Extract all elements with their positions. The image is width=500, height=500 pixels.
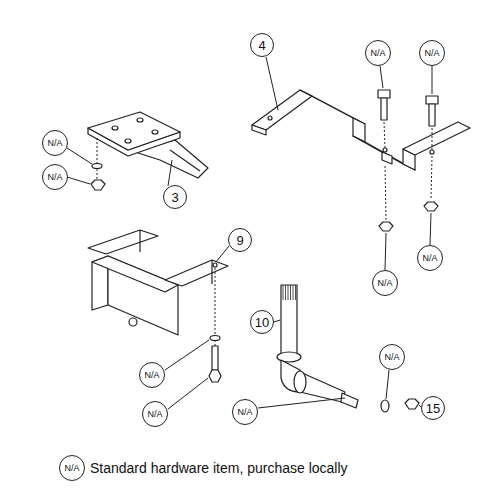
callout-number: 3 (163, 185, 187, 209)
hardware-callout: N/A (59, 455, 85, 481)
hex-nut (379, 222, 393, 231)
hardware-callout: N/A (379, 344, 405, 370)
callout-number: 9 (228, 228, 252, 252)
callout-number: 15 (421, 396, 445, 420)
hardware-callout: N/A (42, 164, 68, 190)
cotter-pin (258, 398, 345, 408)
hardware-callout: N/A (419, 40, 445, 66)
channel-bracket (88, 230, 228, 335)
hardware-callout: N/A (42, 130, 68, 156)
bolt-head (378, 90, 390, 98)
bolt-shank (212, 346, 218, 370)
bolt-shank (381, 98, 387, 120)
hardware-callout: N/A (139, 362, 165, 388)
hardware-callout: N/A (142, 401, 168, 427)
hardware-callout: N/A (232, 399, 258, 425)
washer (210, 336, 220, 341)
spindle (277, 285, 358, 408)
callout-number: 4 (250, 33, 274, 57)
hex-nut (91, 180, 105, 190)
bolt-shank (429, 104, 435, 126)
strap-bracket (252, 90, 470, 170)
hardware-callout: N/A (372, 270, 398, 296)
plate-bracket (88, 112, 208, 178)
bolt-head (426, 96, 438, 104)
bolt-head (209, 370, 221, 382)
hardware-callout: N/A (365, 40, 391, 66)
washer (92, 164, 102, 169)
leader-lines (67, 57, 432, 409)
hex-nut (424, 202, 438, 211)
hardware-callout: N/A (417, 245, 443, 271)
note-text: Standard hardware item, purchase locally (90, 460, 348, 476)
washer (381, 400, 389, 412)
callout-number: 10 (250, 310, 274, 334)
castle-nut (405, 399, 419, 409)
